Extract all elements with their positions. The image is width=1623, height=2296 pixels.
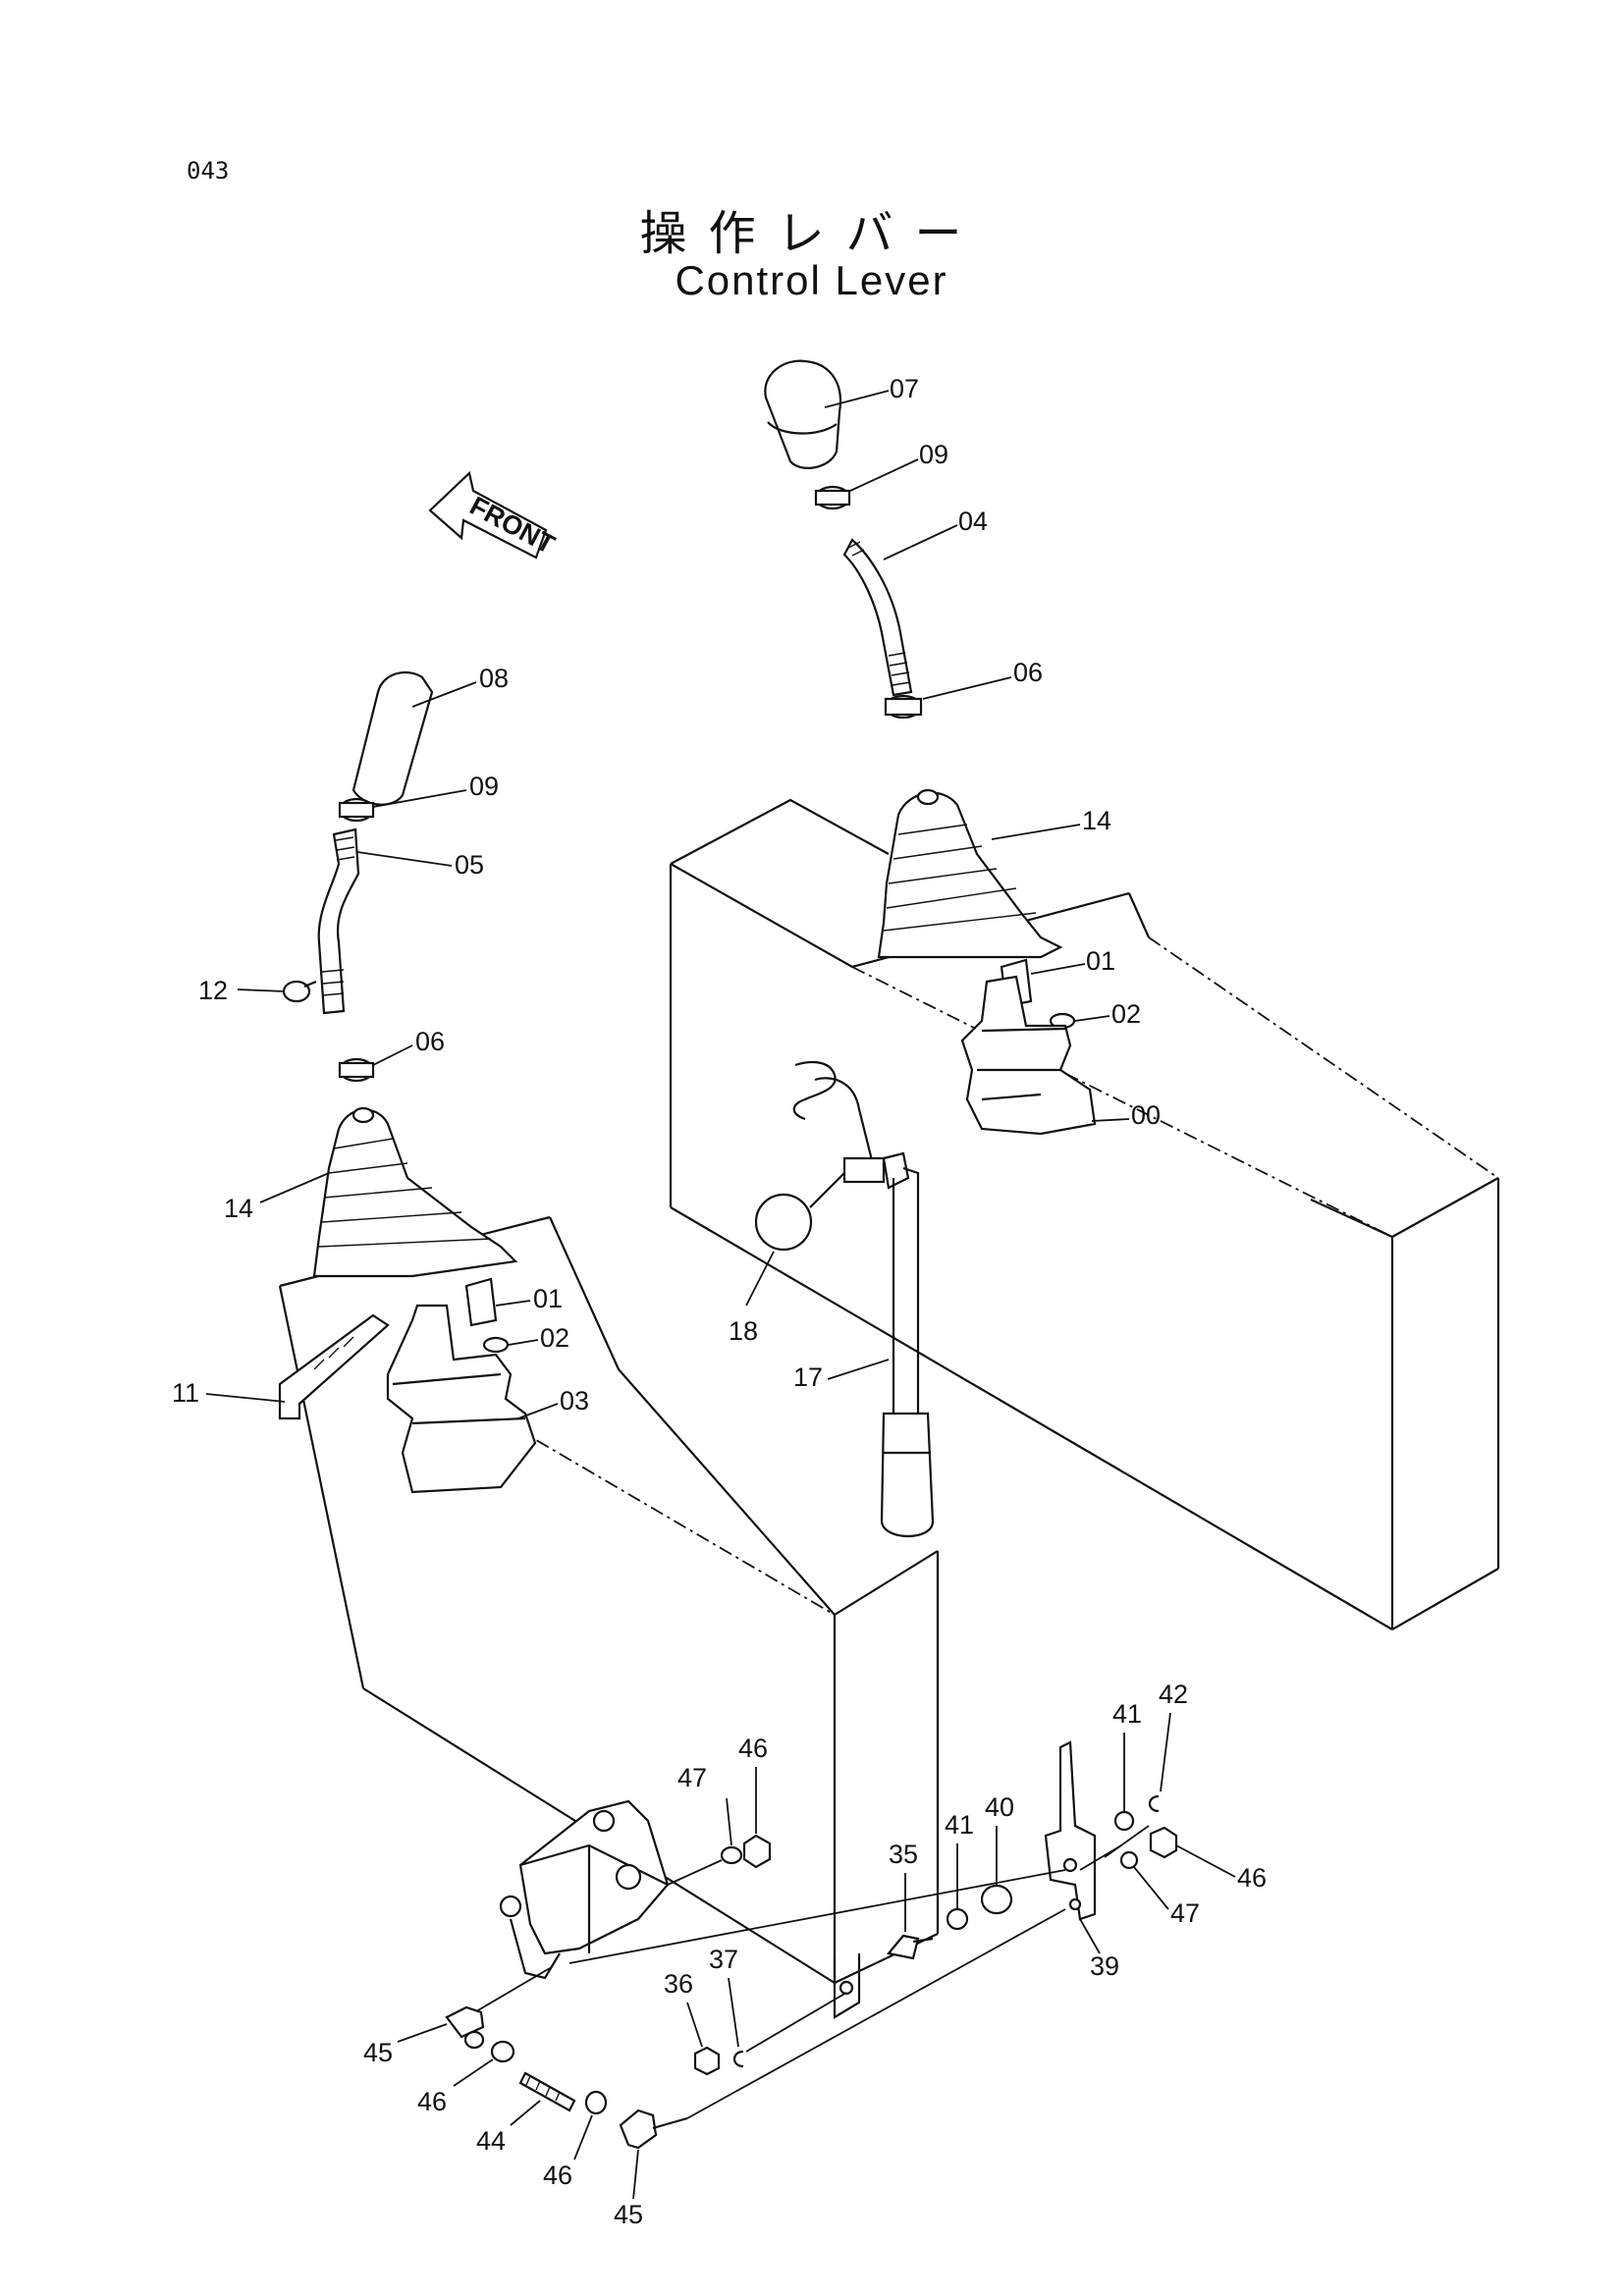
callout-14-left: 14 [224, 1194, 253, 1223]
left-console-box [278, 1215, 940, 1984]
page-number: 043 [187, 157, 230, 185]
callout-06-left: 06 [415, 1027, 445, 1056]
fitting-35 [886, 1934, 920, 1960]
callout-40: 40 [985, 1792, 1014, 1822]
callout-46-lower-left: 46 [417, 2087, 447, 2116]
callout-41-right: 41 [1112, 1699, 1142, 1729]
front-direction-arrow: FRONT [428, 470, 560, 560]
washer-47-b [1119, 1850, 1139, 1870]
callout-02-right: 02 [1111, 999, 1141, 1029]
snap-ring-42 [1148, 1794, 1160, 1813]
callout-39: 39 [1090, 1951, 1119, 1981]
knob-07 [764, 359, 842, 469]
callout-03: 03 [560, 1386, 589, 1415]
callout-09-left: 09 [469, 772, 499, 801]
bolt-01-left [464, 1277, 498, 1327]
boot-14-left [312, 1108, 518, 1278]
callout-36: 36 [664, 1969, 693, 1999]
callout-35: 35 [889, 1840, 918, 1869]
callout-07: 07 [890, 374, 919, 403]
callout-47-left: 47 [677, 1763, 707, 1792]
knob-18 [754, 1193, 813, 1252]
callout-08: 08 [479, 664, 509, 693]
callouts: 07 09 04 06 14 01 02 00 08 09 05 12 06 [172, 374, 1267, 2229]
callout-37: 37 [709, 1945, 738, 1974]
washer-41-b [1113, 1810, 1135, 1832]
washer-41-a [946, 1907, 969, 1931]
callout-06-right: 06 [1013, 658, 1043, 687]
callout-01-right: 01 [1086, 946, 1115, 976]
knob-08 [352, 670, 434, 806]
title-japanese: 操作レバー [639, 206, 984, 261]
callout-41-left: 41 [945, 1810, 974, 1840]
callout-04: 04 [958, 507, 988, 536]
elbow-45-a [445, 2005, 485, 2039]
lower-linkage [445, 1740, 1178, 2150]
left-lever-assembly [278, 670, 537, 1494]
washer-02-left [482, 1336, 510, 1354]
callout-05: 05 [455, 850, 484, 880]
callout-45-bottom: 45 [614, 2200, 643, 2229]
rod-grip-17 [880, 1412, 935, 1538]
callout-42: 42 [1159, 1680, 1188, 1709]
lever-rod-05 [317, 828, 360, 1015]
callout-09-right: 09 [919, 440, 948, 469]
callout-46-right: 46 [1237, 1863, 1267, 1893]
valve-block [518, 1799, 670, 1955]
spacer-40 [980, 1884, 1013, 1915]
handle-11 [278, 1313, 390, 1420]
right-lever-assembly [764, 359, 1097, 1136]
title-english: Control Lever [675, 257, 948, 303]
washer-47-a [720, 1845, 743, 1865]
snap-ring-37 [732, 2050, 744, 2068]
bracket-39 [1044, 1740, 1097, 1921]
pilot-valve-03 [386, 1304, 537, 1494]
lever-rod-04 [842, 538, 913, 697]
callout-45-left: 45 [363, 2038, 393, 2067]
callout-12: 12 [198, 976, 228, 1005]
bolt-12 [282, 980, 311, 1003]
callout-47-right: 47 [1170, 1898, 1200, 1928]
callout-46-top: 46 [738, 1734, 768, 1763]
rod-assembly-17-18 [754, 1060, 935, 1538]
callout-44: 44 [476, 2126, 506, 2156]
callout-17: 17 [793, 1362, 823, 1392]
boot-14 [877, 791, 1063, 959]
callout-01-left: 01 [533, 1284, 563, 1313]
nut-46-b [1149, 1826, 1178, 1859]
nut-46-c [490, 2040, 515, 2063]
callout-02-left: 02 [540, 1323, 569, 1353]
nut-46-d [584, 2090, 608, 2115]
callout-14-right: 14 [1082, 806, 1111, 835]
callout-18: 18 [729, 1316, 758, 1346]
nut-36 [693, 2046, 721, 2076]
callout-11: 11 [172, 1378, 199, 1408]
callout-46-lower: 46 [543, 2161, 572, 2190]
elbow-45-b [619, 2109, 658, 2150]
nut-46-a [742, 1834, 772, 1869]
callout-00: 00 [1131, 1100, 1161, 1130]
right-console-box [669, 798, 1500, 1630]
